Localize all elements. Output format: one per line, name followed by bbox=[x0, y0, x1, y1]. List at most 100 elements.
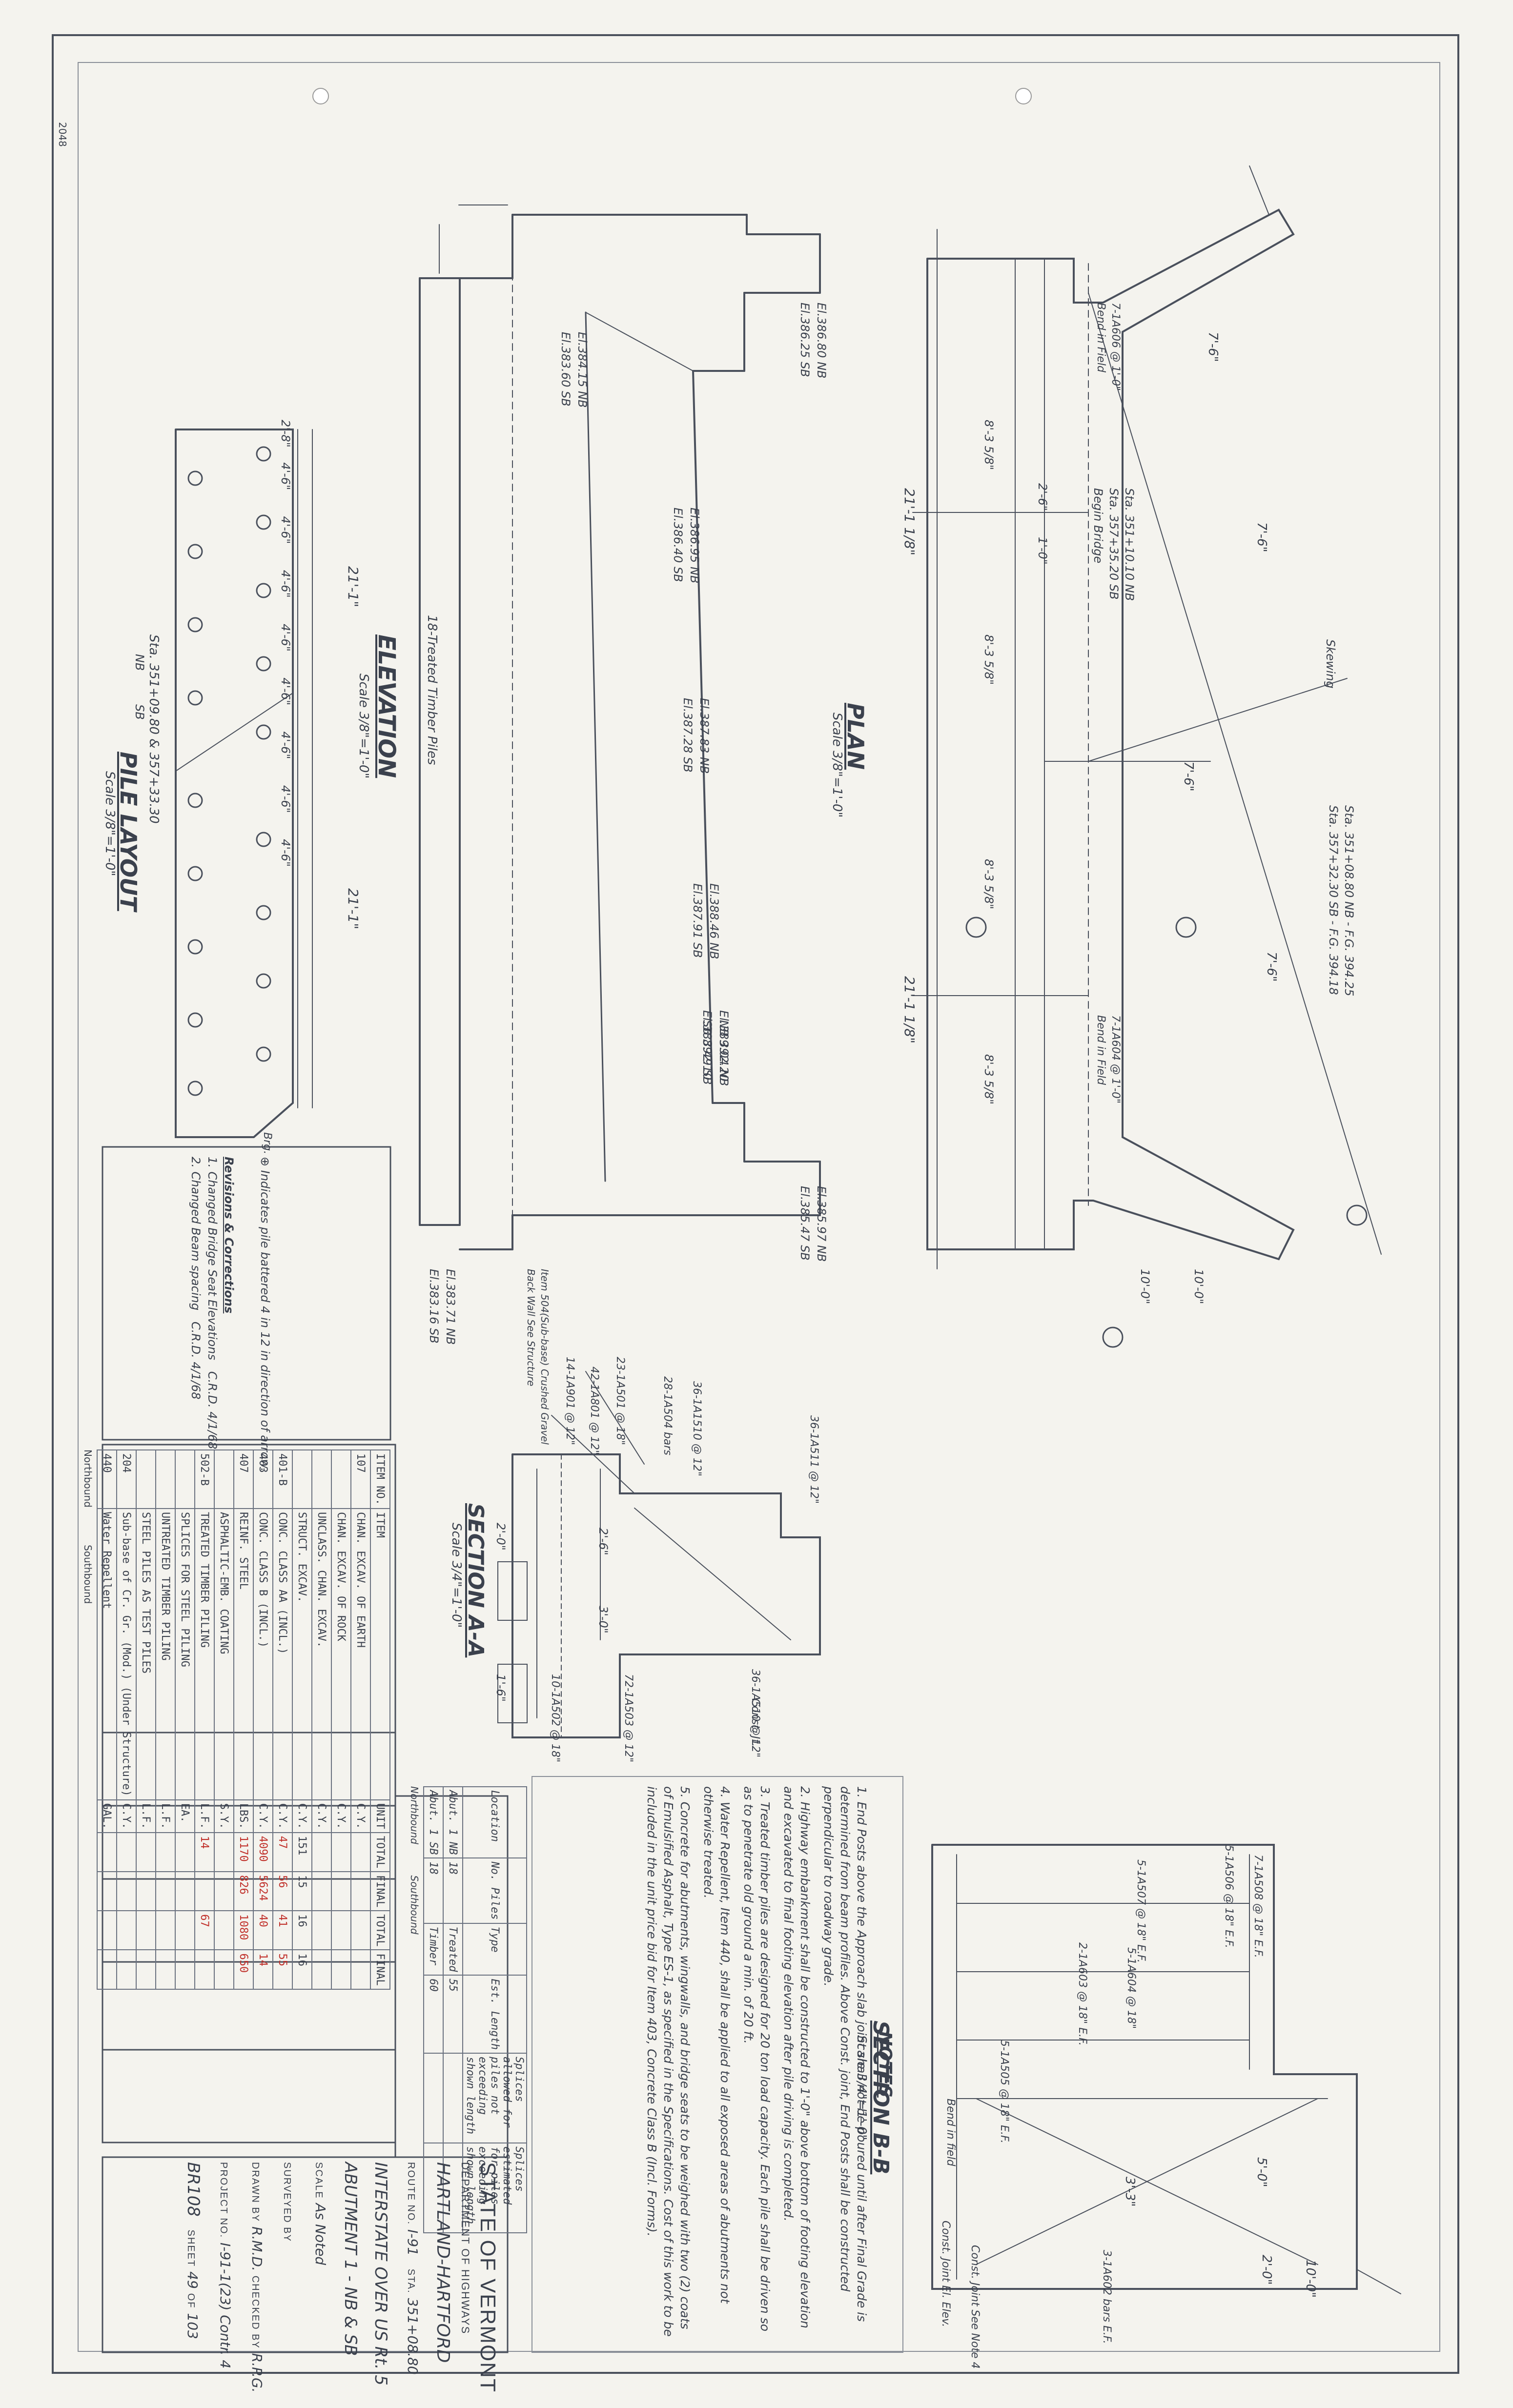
q-cell: LBS. bbox=[234, 1799, 253, 1833]
pile-total-right: 21'-1" bbox=[345, 888, 361, 930]
q-cell: 401-B bbox=[273, 1450, 292, 1509]
elevation-labels-c: El.387.83 NB El.387.28 SB bbox=[679, 698, 713, 774]
bb-label-6: 3-1A602 bars E.F. bbox=[1101, 2250, 1113, 2344]
q-cell bbox=[175, 1950, 195, 1989]
aa-label-2: 14-1A901 @ 12" bbox=[564, 1357, 576, 1446]
q-cell bbox=[97, 1911, 117, 1950]
q-cell: L.F. bbox=[156, 1799, 175, 1833]
elevation-grade: NB 392.20 SB 392.10 bbox=[699, 1020, 732, 1082]
q-head: ITEM bbox=[370, 1508, 390, 1800]
bb-label-7: Bend in field bbox=[944, 2099, 957, 2166]
q-cell: C.Y. bbox=[351, 1799, 370, 1833]
plan-label: Begin Bridge bbox=[1091, 488, 1105, 564]
plan-sta-end: Sta. 351+08.80 NB - F.G. 394.25 Sta. 357… bbox=[1326, 805, 1357, 996]
revision-initials: C.R.D. bbox=[205, 1371, 219, 1408]
q-red: 55 bbox=[273, 1950, 292, 1989]
group-label: Northbound bbox=[82, 1449, 94, 1508]
plan-dim-b: 21'-1 1/8" bbox=[901, 976, 918, 1044]
pile-head: Type bbox=[463, 1923, 527, 1976]
plan-label: Bend in Field bbox=[1095, 303, 1107, 372]
elev-label: El.387.28 SB bbox=[681, 698, 695, 773]
pile-cell: 60 bbox=[424, 1975, 443, 2054]
q-cell: UNTREATED TIMBER PILING bbox=[156, 1508, 175, 1800]
q-cell: 16 bbox=[292, 1911, 312, 1950]
sheet-border bbox=[52, 34, 1459, 2374]
q-cell: CONC. CLASS B (INCL.) bbox=[253, 1508, 273, 1800]
aa-label-10: Item 504(Sub-base) Crushed Gravel Back W… bbox=[524, 1269, 552, 1445]
q-head: TOTAL bbox=[370, 1832, 390, 1872]
pile-layout-title: PILE LAYOUT bbox=[115, 752, 142, 911]
quantities-table: ITEM NO. ITEM UNIT TOTAL FINAL TOTAL FIN… bbox=[82, 1449, 390, 1990]
q-cell: C.Y. bbox=[273, 1799, 292, 1833]
sta-label: STA. bbox=[406, 2268, 416, 2294]
plan-dim-g: 8'-3 5/8" bbox=[982, 420, 996, 470]
q-cell bbox=[156, 1832, 175, 1872]
plan-title-text: PLAN bbox=[842, 703, 869, 770]
aa-label: 23-1A501 @ 18" bbox=[614, 1357, 626, 1446]
q-red: 67 bbox=[195, 1911, 214, 1950]
elev-label: El.386.25 SB bbox=[798, 303, 812, 377]
title-drawing: ABUTMENT 1 - NB & SB bbox=[341, 2162, 360, 2356]
bb-dim-1: 10'-0" bbox=[1303, 2260, 1318, 2298]
q-cell bbox=[195, 1950, 214, 1989]
punch-hole-icon bbox=[312, 88, 329, 104]
elev-label: El.386.80 NB bbox=[815, 303, 828, 379]
plan-label: Sta. 351+08.80 NB - F.G. 394.25 bbox=[1342, 805, 1356, 997]
q-red: 56 bbox=[273, 1871, 292, 1911]
q-cell bbox=[175, 1832, 195, 1872]
q-cell bbox=[136, 1450, 156, 1509]
q-red: 47 bbox=[273, 1832, 292, 1872]
sheet-value: 49 bbox=[184, 2271, 201, 2289]
title-drawn-row: DRAWN BY R.M.D. CHECKED BY R.P.G. bbox=[240, 2162, 272, 2393]
title-block-frame bbox=[102, 1805, 509, 2353]
pile-symbols bbox=[187, 446, 271, 1096]
pile-legend: ⊕ Indicates pile battered 4 in 12 in dir… bbox=[257, 1157, 273, 1471]
q-cell bbox=[351, 1832, 370, 1872]
q-cell: GAL. bbox=[97, 1799, 117, 1833]
plan-dim-i: 8'-3 5/8" bbox=[982, 859, 996, 910]
pile-layout-scale: Scale 3/8"=1'-0" bbox=[102, 771, 117, 877]
bb-label-1: 5-1A506 @ 18" E.F. bbox=[1223, 1845, 1235, 1948]
section-bb-view bbox=[931, 1844, 1401, 2294]
pile-cell: 55 bbox=[443, 1975, 463, 2054]
project-label: PROJECT NO. bbox=[218, 2162, 229, 2239]
note-item: 5. Concrete for abutments, wingwalls, an… bbox=[645, 1786, 692, 2337]
q-cell bbox=[312, 1871, 331, 1911]
sta-value: 351+08.80 bbox=[405, 2298, 421, 2375]
bb-label-9: Const. Joint See Note 4 bbox=[969, 2245, 981, 2369]
surveyed-label: SURVEYED BY bbox=[282, 2162, 292, 2242]
pile-spacing: 4'-6" bbox=[279, 839, 292, 867]
aa-label-9: Const. Jt. bbox=[749, 1698, 761, 1747]
elev-label: El.388.46 NB bbox=[707, 883, 721, 959]
title-town: HARTLAND-HARTFORD bbox=[433, 2162, 453, 2363]
q-cell bbox=[97, 1950, 117, 1989]
q-cell bbox=[175, 1911, 195, 1950]
q-cell: 440 bbox=[97, 1450, 117, 1509]
elevation-view bbox=[419, 204, 821, 1250]
aa-label-4: 28-1A504 bars bbox=[661, 1376, 674, 1455]
q-cell: Water Repellent bbox=[97, 1508, 117, 1800]
aa-label-8: 10-1A502 @ 18" bbox=[549, 1674, 561, 1763]
revision-date: 4/1/68 bbox=[205, 1411, 219, 1449]
notes-block: NOTES 1. End Posts above the Approach sl… bbox=[636, 1786, 895, 2343]
pile-cell bbox=[443, 2053, 463, 2143]
q-cell bbox=[97, 1832, 117, 1872]
pile-spacing: 4'-6" bbox=[279, 731, 292, 759]
q-cell bbox=[331, 1450, 351, 1509]
q-cell bbox=[136, 1871, 156, 1911]
plan-view bbox=[912, 165, 1382, 1348]
elev-label: El.386.40 SB bbox=[671, 508, 685, 582]
q-cell bbox=[156, 1950, 175, 1989]
route-label: ROUTE NO. bbox=[406, 2162, 416, 2225]
bb-label-4: 2-1A603 @ 18" E.F. bbox=[1076, 1942, 1088, 2046]
q-cell: Sub-base of Cr. Gr. (Mod.) (Under Struct… bbox=[117, 1508, 136, 1800]
bb-label-3: 5-1A604 @ 18" bbox=[1125, 1947, 1137, 2029]
q-red: 4090 bbox=[253, 1832, 273, 1872]
q-cell bbox=[351, 1871, 370, 1911]
pile-spacings: 2'-8" 4'-6" 4'-6" 4'-6" 4'-6" 4'-6" 4'-6… bbox=[249, 420, 322, 867]
pile-head: No. Piles bbox=[463, 1858, 527, 1923]
revisions-title: Revisions & Corrections bbox=[222, 1157, 236, 1314]
plan-scale: Scale 3/8"=1'-0" bbox=[830, 713, 844, 818]
quantities-grid: ITEM NO. ITEM UNIT TOTAL FINAL TOTAL FIN… bbox=[97, 1449, 390, 1990]
plan-label: Sta. 351+10.10 NB bbox=[1123, 488, 1136, 601]
